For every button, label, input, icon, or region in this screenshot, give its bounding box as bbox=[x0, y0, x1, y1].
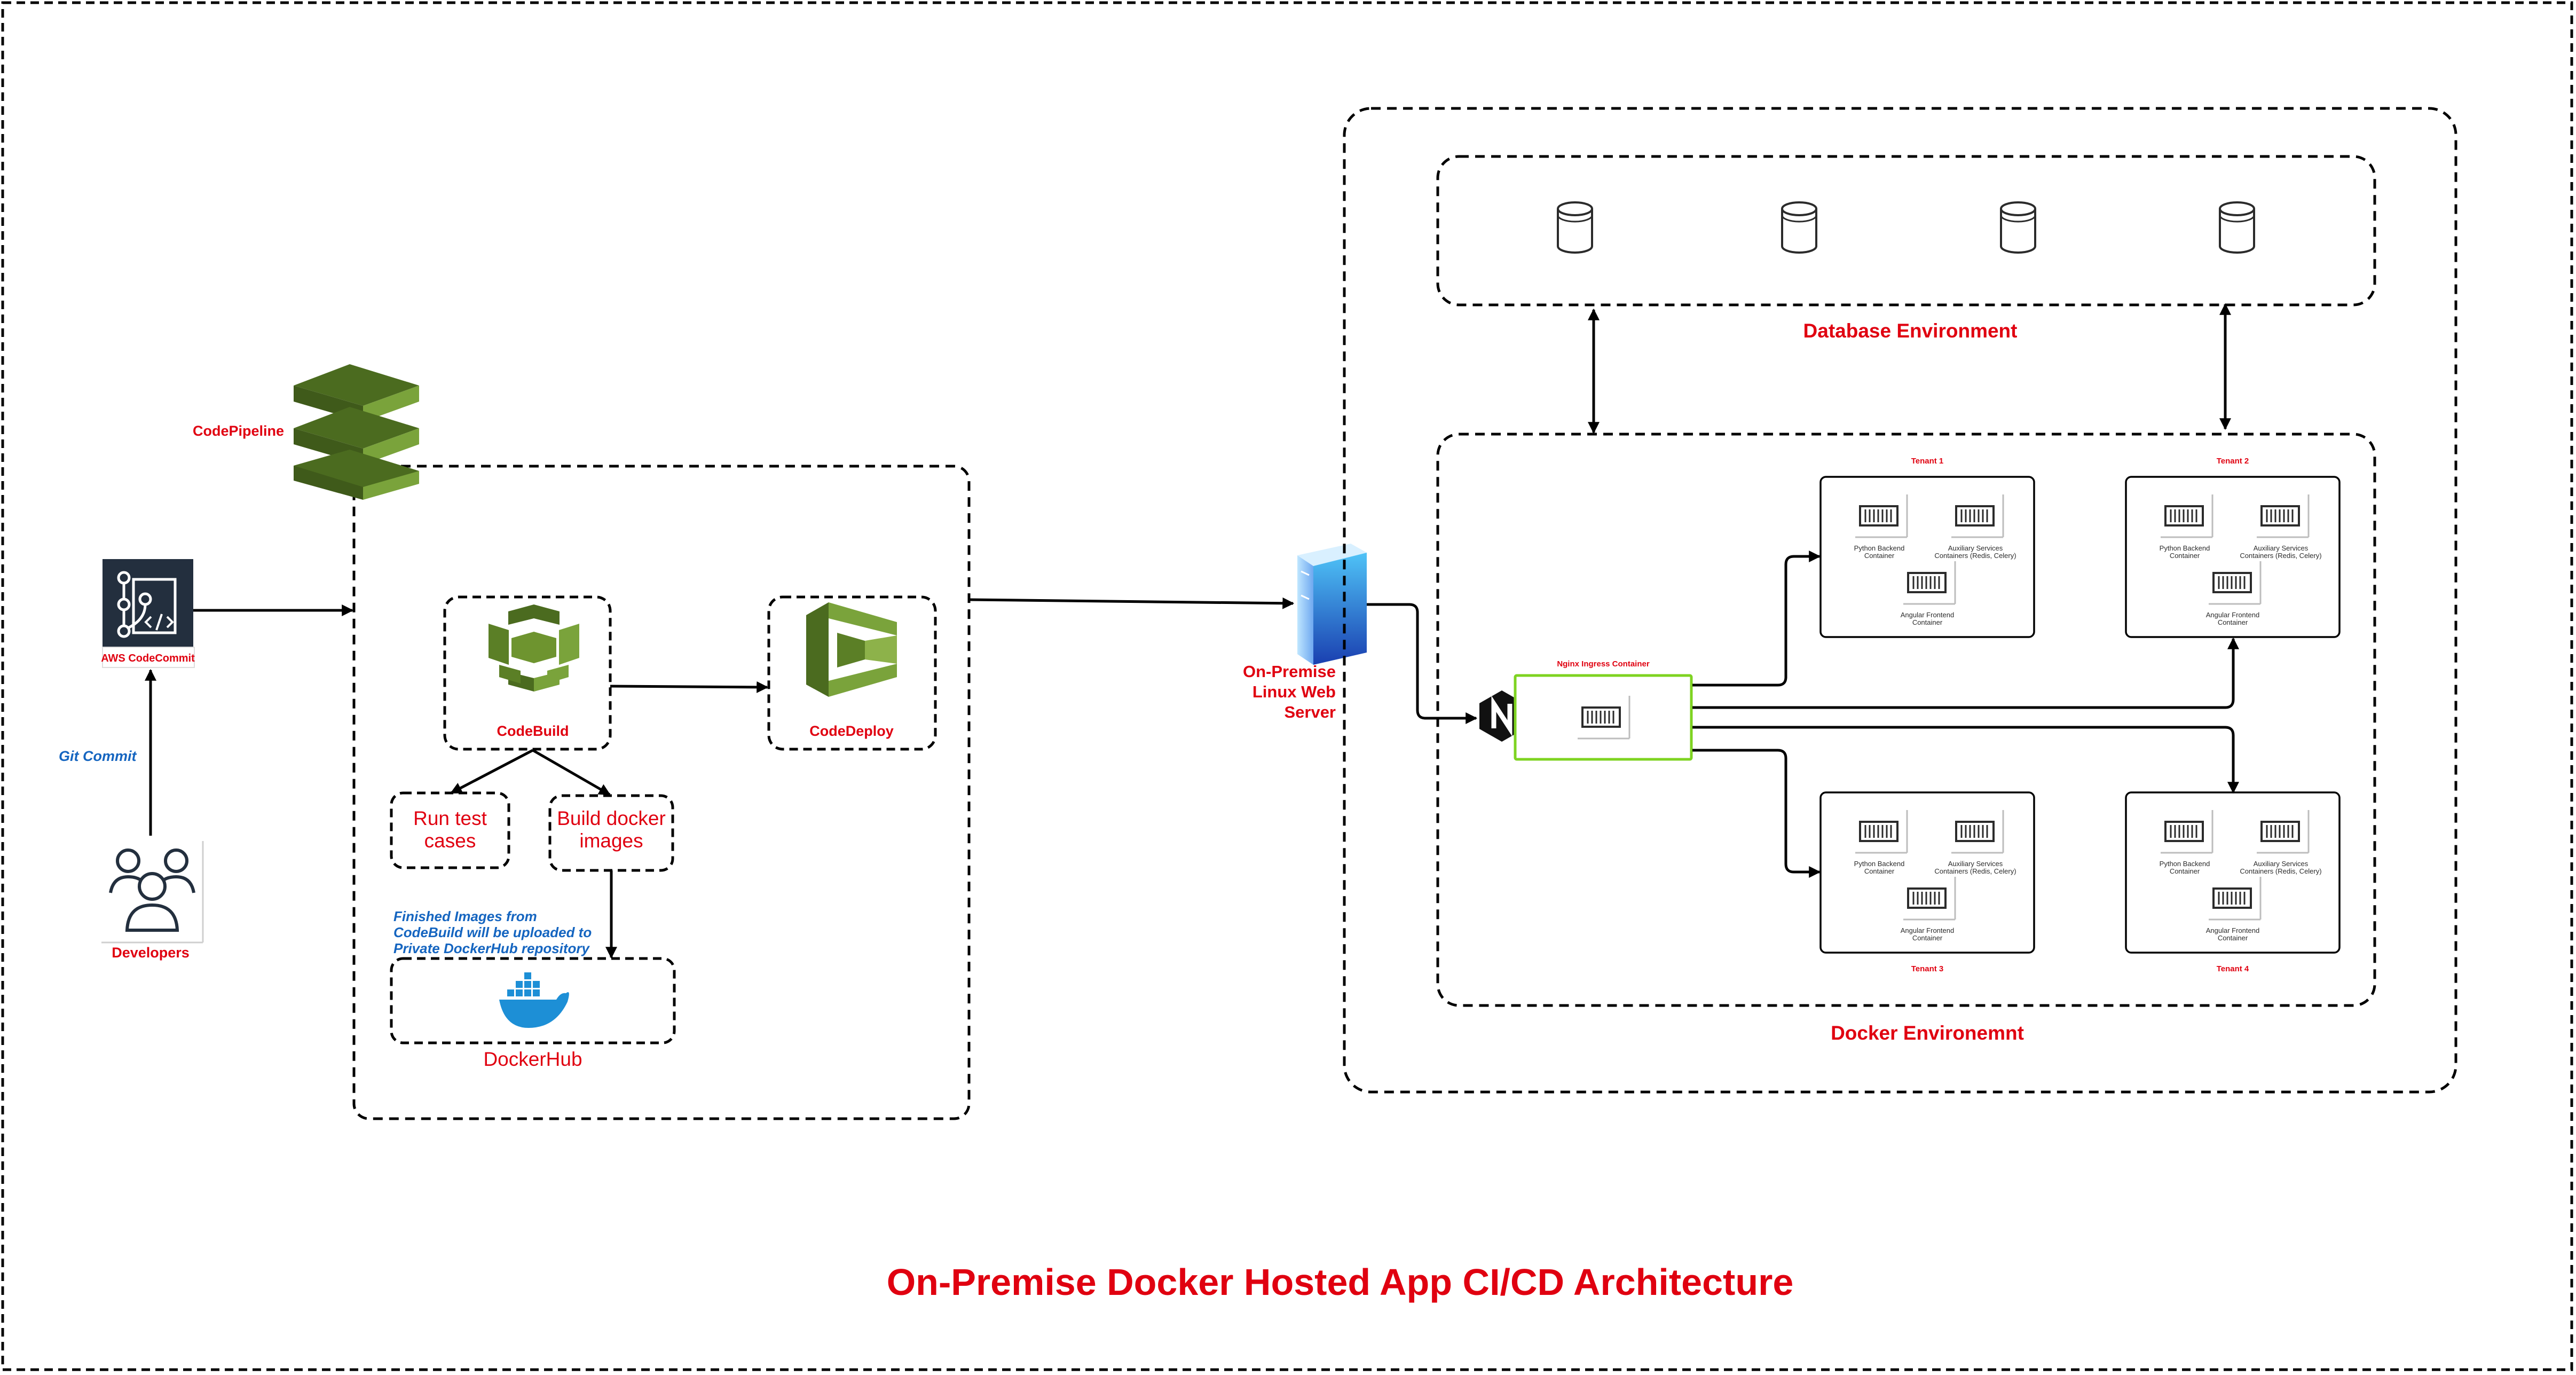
cicd-zone bbox=[352, 465, 971, 1120]
nginx-icon bbox=[1479, 690, 1524, 742]
text-line: Containers (Redis, Celery) bbox=[1934, 867, 2016, 875]
text-line: Python Backend bbox=[1854, 860, 1905, 868]
database-icon bbox=[1557, 201, 1593, 254]
database-icon bbox=[2000, 201, 2036, 254]
text-line: Container bbox=[1864, 552, 1895, 560]
codedeploy-label: CodeDeploy bbox=[809, 723, 894, 739]
text-line: Angular Frontend bbox=[1901, 926, 1954, 934]
codebuild-icon bbox=[489, 604, 579, 692]
text-line: images bbox=[579, 830, 643, 852]
text-line: Linux Web bbox=[1252, 682, 1336, 701]
database-env-label: Database Environment bbox=[1803, 320, 2018, 342]
tenant-label: Tenant 4 bbox=[2217, 964, 2249, 973]
codecommit-label: AWS CodeCommit bbox=[101, 653, 195, 664]
text-line: Private DockerHub repository bbox=[393, 940, 590, 956]
database-icon bbox=[2219, 201, 2255, 254]
text-line: Auxiliary Services bbox=[2254, 860, 2309, 868]
text-line: Python Backend bbox=[2160, 860, 2210, 868]
text-line: cases bbox=[424, 830, 476, 852]
text-line: Container bbox=[1912, 618, 1943, 626]
cicd-arrows bbox=[145, 597, 1295, 959]
text-line: Angular Frontend bbox=[1901, 611, 1954, 619]
text-line: Container bbox=[2170, 552, 2200, 560]
text-line: On-Premise bbox=[1243, 662, 1336, 681]
database-env-box bbox=[1436, 155, 2376, 307]
dockerhub-label: DockerHub bbox=[483, 1048, 582, 1070]
text-line: Containers (Redis, Celery) bbox=[2240, 552, 2321, 560]
nginx-container-icon bbox=[1577, 695, 1631, 740]
text-line: Angular Frontend bbox=[2206, 611, 2259, 619]
text-line: Finished Images from bbox=[393, 908, 537, 924]
text-line: Auxiliary Services bbox=[1948, 860, 2003, 868]
routing-arrows bbox=[1367, 551, 2239, 878]
diagram-title: On-Premise Docker Hosted App CI/CD Archi… bbox=[887, 1261, 1794, 1303]
tenant-label: Tenant 3 bbox=[1911, 964, 1944, 973]
text-line: Build docker bbox=[557, 807, 666, 829]
text-line: Container bbox=[1864, 867, 1895, 875]
git-commit-label: Git Commit bbox=[59, 748, 137, 764]
text-line: Server bbox=[1284, 703, 1336, 721]
text-line: Container bbox=[1912, 934, 1943, 942]
text-line: Container bbox=[2170, 867, 2200, 875]
database-icons bbox=[1557, 201, 2255, 254]
text-line: Containers (Redis, Celery) bbox=[1934, 552, 2016, 560]
developers-icon bbox=[101, 841, 204, 944]
text-line: Containers (Redis, Celery) bbox=[2240, 867, 2321, 875]
text-line: Python Backend bbox=[2160, 544, 2210, 552]
codepipeline-label: CodePipeline bbox=[193, 423, 284, 439]
codedeploy-box bbox=[767, 595, 937, 751]
text-line: CodeBuild will be uploaded to bbox=[393, 924, 592, 940]
linux-server-icon bbox=[1297, 544, 1367, 665]
tenant-label: Tenant 1 bbox=[1911, 457, 1944, 466]
onprem-zone bbox=[1343, 107, 2457, 1094]
tenant-label: Tenant 2 bbox=[2217, 457, 2249, 466]
nginx-label: Nginx Ingress Container bbox=[1557, 659, 1650, 669]
run-tests-box bbox=[390, 791, 510, 869]
docker-whale-icon bbox=[499, 972, 569, 1028]
docker-env-label: Docker Environemnt bbox=[1831, 1022, 2024, 1044]
codebuild-label: CodeBuild bbox=[497, 723, 569, 739]
text-line: Angular Frontend bbox=[2206, 926, 2259, 934]
text-line: Auxiliary Services bbox=[1948, 544, 2003, 552]
database-icon bbox=[1781, 201, 1817, 254]
text-line: Container bbox=[2218, 618, 2248, 626]
codecommit-icon bbox=[102, 559, 195, 668]
text-line: Run test bbox=[413, 807, 487, 829]
text-line: Auxiliary Services bbox=[2254, 544, 2309, 552]
codedeploy-icon bbox=[806, 602, 897, 697]
dockerhub-box bbox=[390, 957, 676, 1044]
text-line: Container bbox=[2218, 934, 2248, 942]
codepipeline-icon bbox=[294, 364, 419, 500]
developers-label: Developers bbox=[112, 945, 190, 961]
db-docker-arrows bbox=[1588, 303, 2231, 434]
docker-env-box bbox=[1436, 433, 2376, 1007]
text-line: Python Backend bbox=[1854, 544, 1905, 552]
